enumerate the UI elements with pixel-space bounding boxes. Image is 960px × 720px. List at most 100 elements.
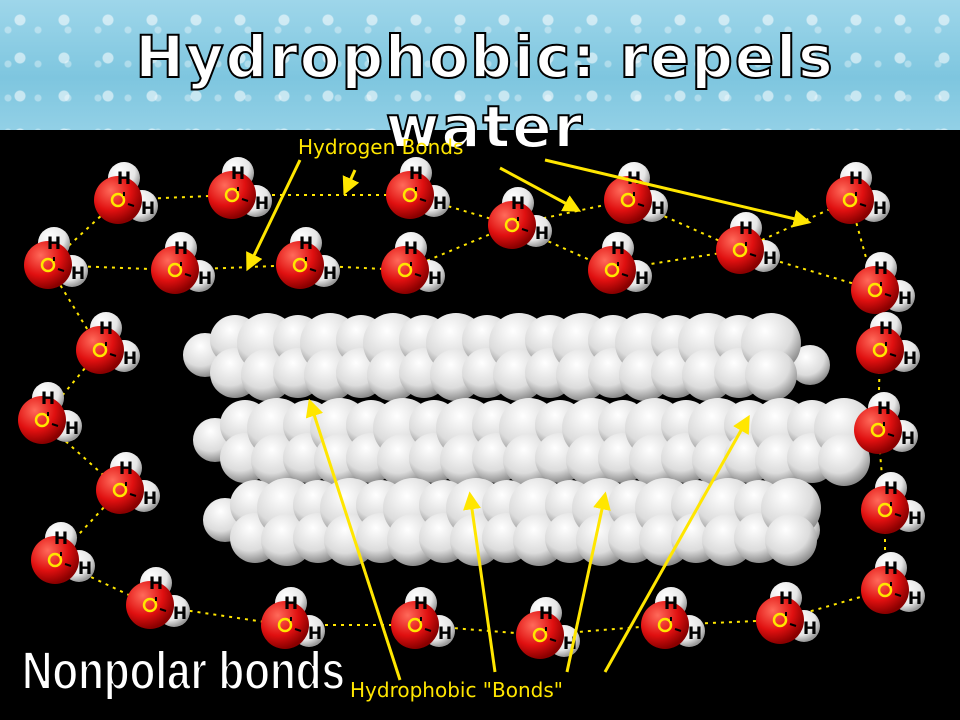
- title-banner: [0, 0, 960, 130]
- hydrogen-bond-line: [611, 249, 741, 271]
- hydrocarbon-chains: [183, 313, 874, 566]
- water-molecule: HH: [96, 452, 160, 514]
- svg-text:H: H: [803, 619, 817, 639]
- svg-text:H: H: [535, 224, 549, 244]
- svg-text:H: H: [903, 349, 917, 369]
- svg-text:H: H: [511, 194, 525, 214]
- svg-text:H: H: [119, 459, 133, 479]
- svg-text:H: H: [635, 269, 649, 289]
- water-molecule: HH: [516, 597, 580, 659]
- svg-text:H: H: [117, 169, 131, 189]
- svg-text:H: H: [404, 239, 418, 259]
- svg-text:H: H: [255, 194, 269, 214]
- water-molecule: HH: [94, 162, 158, 224]
- svg-text:H: H: [433, 194, 447, 214]
- svg-text:H: H: [308, 624, 322, 644]
- svg-text:H: H: [323, 264, 337, 284]
- water-molecule: HH: [391, 587, 455, 649]
- water-molecule: HH: [151, 232, 215, 294]
- svg-text:H: H: [627, 169, 641, 189]
- water-molecule: HH: [756, 582, 820, 644]
- hydrocarbon-chain: [193, 398, 874, 486]
- svg-text:H: H: [198, 269, 212, 289]
- water-molecule: HH: [856, 312, 920, 374]
- svg-text:H: H: [438, 624, 452, 644]
- water-molecule: HH: [126, 567, 190, 629]
- hydrogen-bonds-label: Hydrogen Bonds: [298, 135, 463, 159]
- svg-text:H: H: [688, 624, 702, 644]
- svg-text:H: H: [65, 419, 79, 439]
- label-arrows: [246, 158, 812, 681]
- water-molecule: HH: [854, 392, 918, 454]
- svg-text:H: H: [409, 164, 423, 184]
- svg-text:H: H: [54, 529, 68, 549]
- label-arrow: [565, 491, 611, 673]
- water-molecule: HH: [261, 587, 325, 649]
- water-molecule: HH: [208, 157, 272, 219]
- water-molecule: HH: [24, 227, 88, 289]
- svg-text:H: H: [884, 479, 898, 499]
- svg-text:H: H: [873, 199, 887, 219]
- label-arrow: [305, 398, 402, 681]
- svg-text:H: H: [664, 594, 678, 614]
- svg-text:H: H: [611, 239, 625, 259]
- water-molecule: HH: [76, 312, 140, 374]
- water-molecule: HH: [716, 212, 780, 274]
- svg-text:H: H: [539, 604, 553, 624]
- svg-text:H: H: [47, 234, 61, 254]
- svg-text:H: H: [884, 559, 898, 579]
- svg-text:H: H: [99, 319, 113, 339]
- svg-text:H: H: [849, 169, 863, 189]
- label-arrow: [603, 414, 750, 673]
- svg-text:H: H: [428, 269, 442, 289]
- svg-text:H: H: [284, 594, 298, 614]
- water-molecule: HH: [588, 232, 652, 294]
- water-molecule: HH: [386, 157, 450, 219]
- hydrogen-bond-line: [117, 194, 233, 201]
- svg-text:H: H: [908, 589, 922, 609]
- svg-text:H: H: [908, 509, 922, 529]
- water-molecule: HH: [861, 472, 925, 534]
- svg-text:H: H: [143, 489, 157, 509]
- svg-text:H: H: [299, 234, 313, 254]
- page-title: Hydrophobic: repels water: [134, 22, 835, 162]
- svg-text:H: H: [739, 219, 753, 239]
- svg-text:H: H: [779, 589, 793, 609]
- svg-text:H: H: [414, 594, 428, 614]
- svg-text:H: H: [763, 249, 777, 269]
- water-molecule: HH: [276, 227, 340, 289]
- water-molecule: HH: [861, 552, 925, 614]
- svg-text:H: H: [231, 164, 245, 184]
- water-molecule: HH: [18, 382, 82, 444]
- svg-text:H: H: [78, 559, 92, 579]
- label-arrow: [246, 159, 302, 272]
- water-molecule: HH: [31, 522, 95, 584]
- water-molecule: HH: [826, 162, 890, 224]
- svg-text:H: H: [874, 259, 888, 279]
- svg-text:H: H: [174, 239, 188, 259]
- svg-text:H: H: [41, 389, 55, 409]
- label-arrow: [342, 169, 360, 196]
- hydrocarbon-chain: [183, 313, 830, 401]
- hydrogen-bond-line: [664, 619, 781, 626]
- water-molecule: HH: [488, 187, 552, 249]
- water-molecule: HH: [604, 162, 668, 224]
- label-arrow: [499, 166, 582, 212]
- svg-text:H: H: [149, 574, 163, 594]
- label-arrow: [544, 158, 812, 228]
- hydrophobic-bonds-label: Hydrophobic "Bonds": [350, 678, 563, 702]
- svg-text:H: H: [901, 429, 915, 449]
- water-molecule: HH: [641, 587, 705, 649]
- label-arrow: [463, 491, 497, 673]
- water-molecule: HH: [381, 232, 445, 294]
- svg-text:H: H: [651, 199, 665, 219]
- svg-text:H: H: [898, 289, 912, 309]
- svg-text:H: H: [123, 349, 137, 369]
- svg-text:H: H: [173, 604, 187, 624]
- svg-text:H: H: [879, 319, 893, 339]
- svg-text:H: H: [877, 399, 891, 419]
- hydrocarbon-chain: [203, 478, 821, 566]
- svg-text:H: H: [71, 264, 85, 284]
